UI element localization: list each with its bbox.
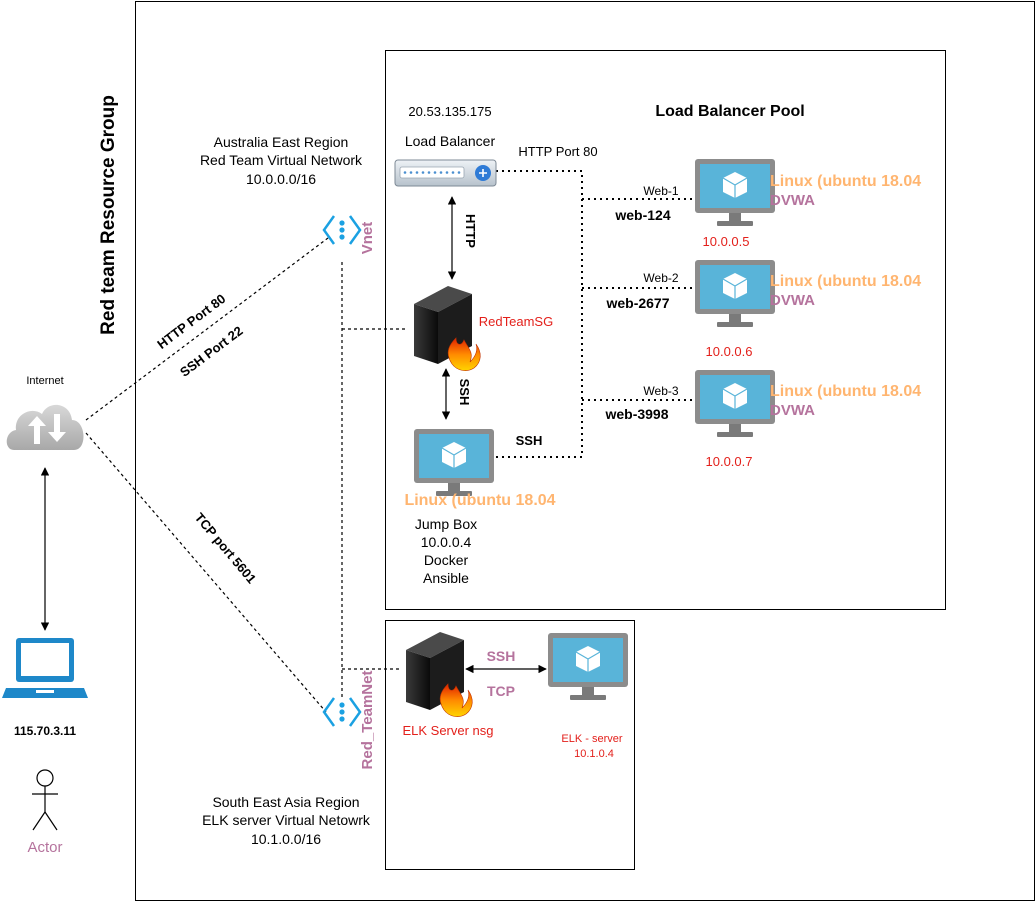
elk-nsg-firewall-icon [405,631,473,717]
vnet-icon [322,214,362,246]
web-1-monitor-icon [694,158,776,227]
jumpbox-line1: Jump Box [415,516,477,532]
resource-group-title: Red team Resource Group [98,95,119,335]
internet-label: Internet [26,375,63,387]
web-2-os: Linux (ubuntu 18.04 [770,273,921,290]
region-sea-line1: South East Asia Region [212,794,359,810]
red-teamnet-label: Red_TeamNet [359,671,376,770]
vnet-label: Vnet [359,222,376,255]
region-au-line2: Red Team Virtual Network [200,152,363,168]
actor-ip: 115.70.3.11 [14,724,76,738]
region-au-line3: 10.0.0.0/16 [246,171,316,187]
jumpbox-ssh-label: SSH [516,433,543,448]
lb-nsg-http-label: HTTP [463,214,478,248]
actor-label: Actor [27,839,62,856]
jumpbox-os: Linux (ubuntu 18.04 [404,492,555,509]
region-sea-line3: 10.1.0.0/16 [251,831,321,847]
web-3-name: web-3998 [604,406,668,422]
actor-figure-icon [32,769,58,831]
region-sea-line2: ELK server Virtual Netowrk [202,812,371,828]
load-balancer-pool-border [385,50,946,610]
internet-cloud-icon [6,404,84,450]
web-3-node: Web-3 web-3998 Linux (ubuntu 18.04 DVWA … [604,369,921,469]
elk-server-ip: 10.1.0.4 [574,748,614,760]
web-3-app: DVWA [770,402,815,419]
web-1-node: Web-1 web-124 Linux (ubuntu 18.04 DVWA 1… [614,158,921,249]
lb-to-pool-bus [484,170,583,458]
laptop-icon [2,638,88,698]
elk-server-label: ELK - server [561,733,622,745]
lb-http-port: HTTP Port 80 [518,144,597,159]
lb-ip: 20.53.135.175 [408,104,491,119]
internet-to-red-teamnet-link [85,432,327,713]
redteamsg-firewall-icon [413,285,481,371]
web-3-os: Linux (ubuntu 18.04 [770,383,921,400]
elk-network-border [385,620,635,870]
jumpbox-line3: Docker [424,552,469,568]
elk-tcp-label: TCP [487,683,515,699]
web-2-app: DVWA [770,292,815,309]
web-1-ip: 10.0.0.5 [703,234,750,249]
web-1-conn-label: Web-1 [643,184,678,198]
web-2-node: Web-2 web-2677 Linux (ubuntu 18.04 DVWA … [605,259,921,359]
pool-title: Load Balancer Pool [655,103,804,120]
web-3-ip: 10.0.0.7 [706,454,753,469]
jumpbox-line2: 10.0.0.4 [421,534,472,550]
web-2-ip: 10.0.0.6 [706,344,753,359]
nsg-jumpbox-ssh-label: SSH [457,379,472,406]
jumpbox-monitor-icon [413,428,495,497]
web-3-conn-label: Web-3 [643,384,678,398]
elk-nsg-label: ELK Server nsg [402,723,493,738]
resource-group-border [135,1,1035,901]
jumpbox-line4: Ansible [423,570,469,586]
internet-to-vnet-link [85,237,329,421]
web-2-name: web-2677 [605,295,669,311]
web-1-os: Linux (ubuntu 18.04 [770,173,921,190]
load-balancer-icon [394,159,497,187]
region-au-line1: Australia East Region [214,134,349,150]
red-teamnet-icon [322,696,362,728]
lb-label: Load Balancer [405,133,496,149]
elk-ssh-label: SSH [487,648,516,664]
tcp-port-label: TCP port 5601 [192,510,260,586]
web-1-app: DVWA [770,192,815,209]
connection-lines [40,170,695,713]
web-2-conn-label: Web-2 [643,271,678,285]
web-1-name: web-124 [614,207,670,223]
web-3-monitor-icon [694,369,776,438]
web-2-monitor-icon [694,259,776,328]
elk-server-monitor-icon [547,632,629,701]
redteamsg-label: RedTeamSG [479,314,553,329]
